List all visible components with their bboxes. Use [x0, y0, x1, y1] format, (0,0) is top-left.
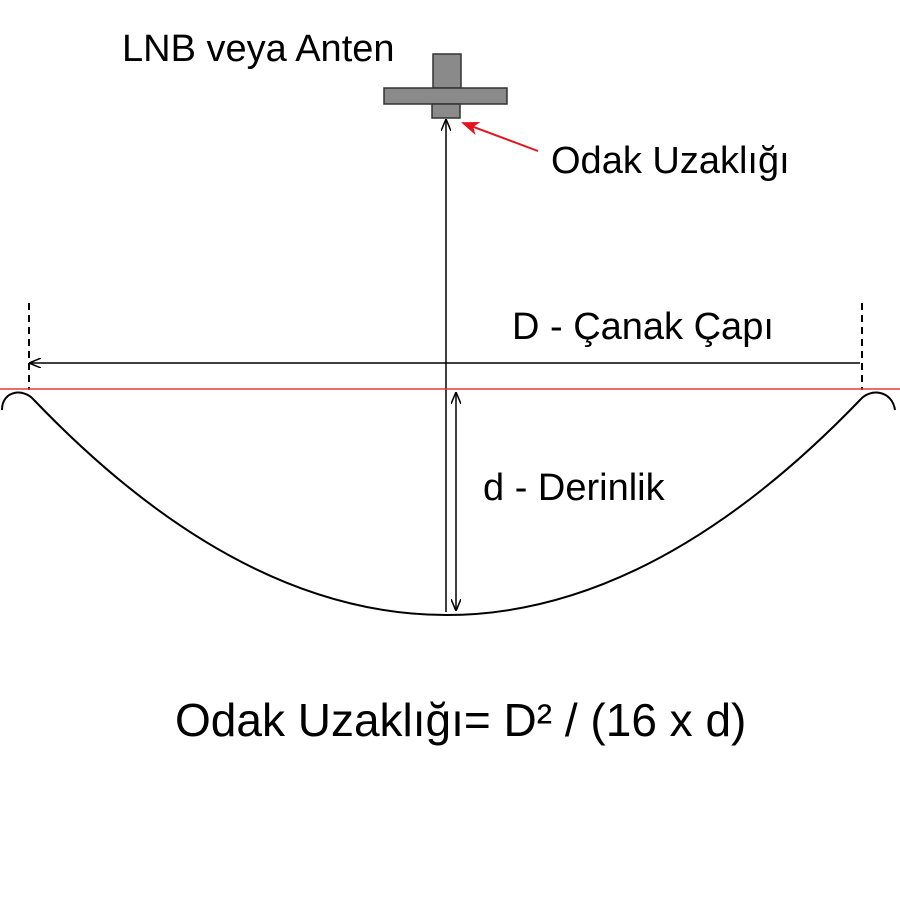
diameter-label: D - Çanak Çapı	[512, 306, 774, 348]
lnb-label: LNB veya Anten	[122, 28, 395, 70]
dish-profile	[1, 391, 896, 616]
depth-label: d - Derinlik	[483, 467, 665, 509]
focal-length-label: Odak Uzaklığı	[551, 140, 790, 182]
lnb-antenna	[383, 53, 508, 119]
lnb-feed	[431, 103, 461, 119]
lnb-crossbar	[383, 87, 508, 105]
focal-length-formula: Odak Uzaklığı= D² / (16 x d)	[175, 694, 747, 746]
lnb-top-block	[432, 53, 462, 89]
focal-pointer-arrow	[461, 122, 539, 152]
